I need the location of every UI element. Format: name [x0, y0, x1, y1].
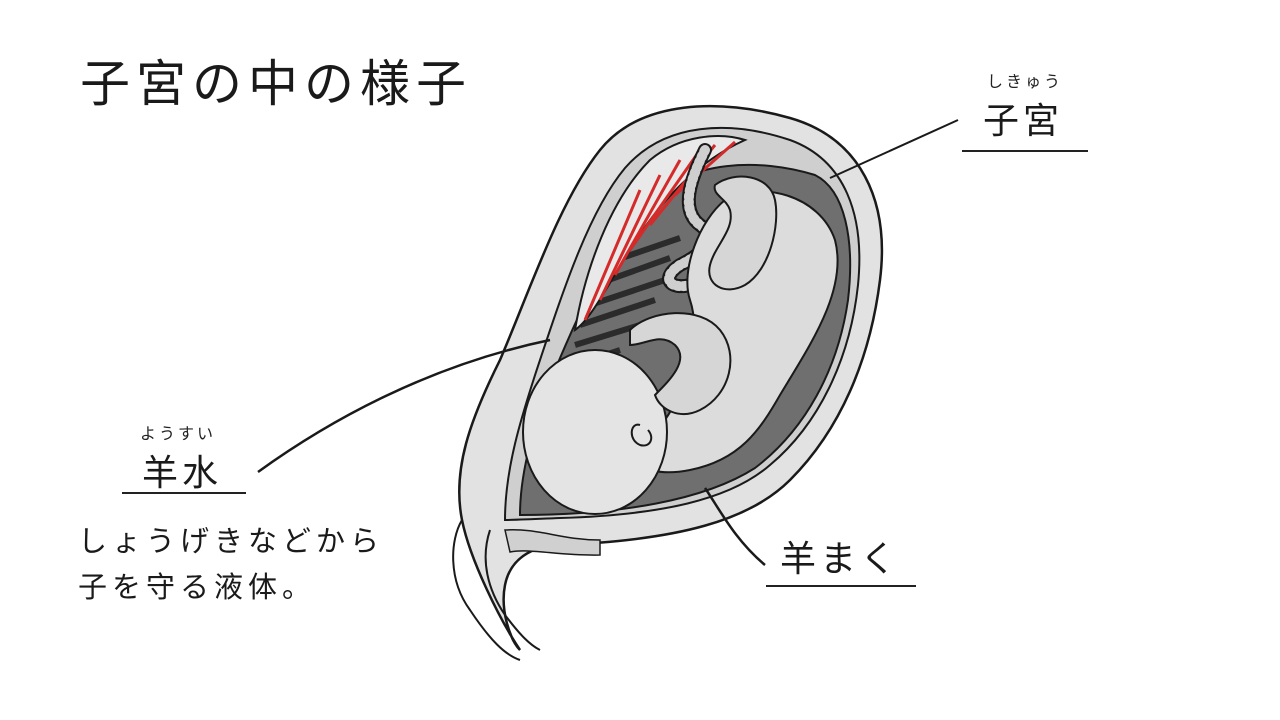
fetus-leg: [708, 175, 778, 291]
cervix-tissue: [504, 529, 601, 556]
amniotic-fluid-ruby: ようすい: [140, 424, 217, 443]
amnion-label: 羊まく: [780, 539, 901, 580]
description-line-2: 子を守る液体。: [78, 570, 317, 604]
description-line-1: しょうげきなどから: [78, 524, 385, 558]
uterus-underline: [962, 150, 1088, 152]
fetus-head: [522, 349, 668, 515]
fetus-ear: [630, 423, 653, 447]
fetus-arm: [629, 312, 732, 415]
amniotic-fluid-description: しょうげきなどから 子を守る液体。: [78, 518, 384, 610]
amnion-underline: [766, 585, 916, 587]
amniotic-fluid-label: 羊水: [142, 453, 223, 494]
uterus-leader-line: [829, 119, 959, 179]
page-title: 子宮の中の様子: [80, 55, 472, 113]
fluid-leader-line: [257, 338, 551, 474]
cervix: [452, 519, 541, 661]
uterus-label: 子宮: [983, 101, 1064, 142]
amnion-leader-line: [703, 487, 766, 566]
uterus-ruby: しきゅう: [987, 72, 1064, 91]
amniotic-fluid-underline: [122, 492, 246, 494]
